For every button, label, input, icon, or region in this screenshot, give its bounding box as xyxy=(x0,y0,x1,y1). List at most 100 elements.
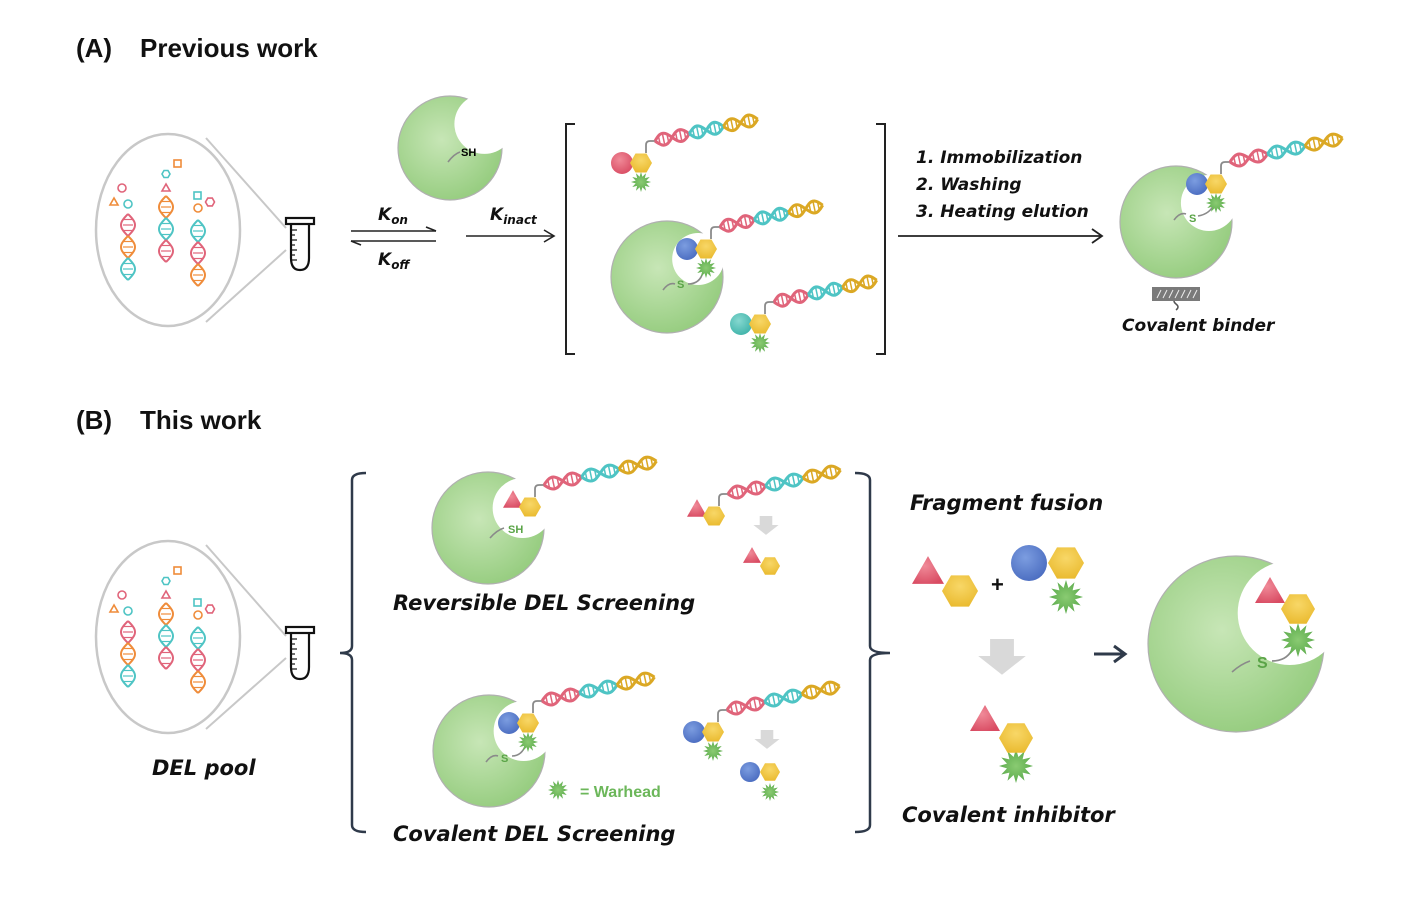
dna-rung xyxy=(777,478,782,488)
right-curly-brace xyxy=(854,471,891,834)
dna-rung xyxy=(601,683,605,693)
dna-rung xyxy=(756,214,761,224)
bb-pentagon-icon xyxy=(204,604,216,614)
dna-rung xyxy=(828,285,832,295)
dna-rung xyxy=(734,119,738,129)
dna-rung xyxy=(734,701,739,715)
dna-rung xyxy=(1289,144,1293,154)
dna-rung xyxy=(629,677,633,687)
gray-down-arrow-icon xyxy=(754,730,780,749)
dna-rung xyxy=(650,457,654,467)
dna-strand xyxy=(189,241,199,265)
dna-rung xyxy=(584,471,588,481)
dna-rung xyxy=(819,287,823,297)
dna-rung xyxy=(556,477,560,487)
del-library-magnifier xyxy=(94,132,287,328)
thiol-label: SH xyxy=(508,524,523,536)
dna-strand xyxy=(752,210,790,222)
dna-strand xyxy=(718,217,756,230)
process-arrow xyxy=(898,228,1104,244)
dna-rung xyxy=(563,691,568,701)
dna-rung xyxy=(726,121,730,130)
warhead-icon xyxy=(999,749,1033,783)
hexagon-fragment-icon xyxy=(517,713,539,733)
dna-rung xyxy=(802,291,806,300)
bb-circle-icon xyxy=(117,183,127,193)
dna-rung xyxy=(1317,138,1321,148)
dna-strand xyxy=(197,241,207,265)
gray-down-arrow-icon xyxy=(978,639,1026,675)
dna-rung xyxy=(823,684,828,694)
dna-rung xyxy=(575,473,579,483)
dna-rung xyxy=(666,133,670,143)
right-square-bracket xyxy=(876,123,886,355)
dna-rung xyxy=(845,282,849,291)
dna-rung xyxy=(776,296,780,306)
k-off-label: Koff xyxy=(378,250,410,272)
dna-strand xyxy=(617,459,658,471)
dna-rung xyxy=(712,122,717,135)
hexagon-fragment-icon xyxy=(1048,547,1084,579)
dna-strand xyxy=(157,195,167,219)
triangle-fragment-icon xyxy=(687,499,707,517)
linker-line xyxy=(1220,161,1230,174)
dna-rung xyxy=(814,286,819,299)
dna-rung xyxy=(808,203,812,213)
dna-rung xyxy=(731,219,735,229)
support-hatch xyxy=(1186,289,1192,299)
hexagon-fragment-icon xyxy=(942,575,978,607)
warhead-legend-label: = Warhead xyxy=(580,784,661,801)
bb-circle-icon xyxy=(193,610,203,620)
dna-rung xyxy=(753,697,758,711)
dna-rung xyxy=(573,689,577,699)
plus-sign: + xyxy=(991,572,1004,597)
dna-rung xyxy=(748,216,752,225)
dna-rung xyxy=(1331,134,1336,147)
cysteine-linker xyxy=(1173,212,1187,221)
dna-strand xyxy=(189,648,199,672)
dna-rung xyxy=(1308,140,1312,150)
dna-rung xyxy=(605,681,610,694)
dna-strand xyxy=(763,692,804,704)
dna-strand xyxy=(165,217,175,241)
fragment-fusion-title: Fragment fusion xyxy=(910,491,1103,515)
dna-strand xyxy=(197,219,207,243)
dna-strand xyxy=(1303,136,1344,148)
tube-body xyxy=(289,224,311,272)
step-1: 1. Immobilization xyxy=(916,148,1082,168)
dna-strand xyxy=(165,195,175,219)
dna-rung xyxy=(849,279,854,292)
bb-pentagon-icon xyxy=(161,169,171,179)
dna-strand xyxy=(119,642,129,666)
bb-circle-icon xyxy=(193,203,203,213)
magnifier-ellipse xyxy=(94,539,242,735)
dna-rung xyxy=(554,693,558,703)
hexagon-fragment-icon xyxy=(703,506,725,526)
dna-rung xyxy=(782,209,786,218)
linker-line xyxy=(718,493,728,506)
support-hatch xyxy=(1192,289,1198,299)
dna-strand xyxy=(806,285,844,297)
dna-rung xyxy=(828,682,833,695)
cysteine-linker xyxy=(489,527,505,539)
dna-rung xyxy=(648,673,652,683)
panel-b-title: This work xyxy=(140,405,262,435)
bb-square-icon xyxy=(193,598,202,607)
dna-strand xyxy=(127,235,137,259)
dna-rung xyxy=(759,482,763,492)
bb-triangle-icon xyxy=(160,589,172,599)
dna-strand xyxy=(540,691,581,703)
dna-rung xyxy=(691,128,696,138)
warhead-icon xyxy=(703,741,723,761)
dna-rung xyxy=(747,114,752,128)
dna-strand xyxy=(119,213,129,237)
dna-strand xyxy=(1266,144,1307,156)
circle-fragment-icon xyxy=(1186,173,1208,195)
thiol-label: SH xyxy=(461,147,476,159)
dna-rung xyxy=(645,457,650,470)
hexagon-fragment-icon xyxy=(702,722,724,742)
dna-rung xyxy=(810,470,815,483)
binding-mixture xyxy=(610,113,878,353)
dna-rung xyxy=(1336,134,1340,144)
